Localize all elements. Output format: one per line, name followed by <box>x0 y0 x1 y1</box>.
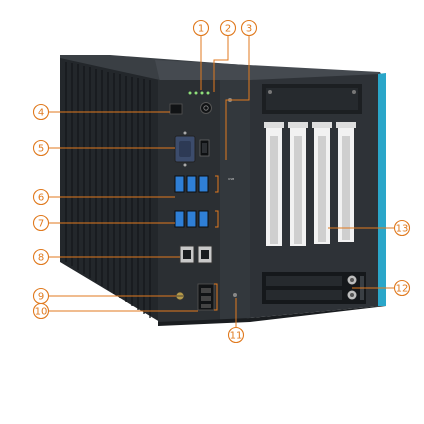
svg-text:6: 6 <box>38 193 44 204</box>
callout-6: 6 <box>32 188 50 206</box>
usb-ports-upper <box>174 175 209 193</box>
callout-5: 5 <box>32 139 50 157</box>
hdmi-port-icon[interactable] <box>199 139 210 157</box>
callout-1: 1 <box>192 19 210 37</box>
svg-text:13: 13 <box>396 224 409 235</box>
status-leds <box>188 91 210 95</box>
vga-port-icon[interactable] <box>174 131 196 167</box>
expansion-slot-icon <box>336 122 356 242</box>
ground-screw <box>175 291 185 301</box>
callout-8: 8 <box>32 248 50 266</box>
callout-9: 9 <box>32 287 50 305</box>
expansion-slot-icon <box>312 122 332 244</box>
usb-ports-lower <box>174 210 209 228</box>
accent-strip <box>378 73 386 306</box>
svg-text:9: 9 <box>38 292 44 303</box>
svg-text:7: 7 <box>38 219 44 230</box>
callout-11: 11 <box>227 326 245 344</box>
lan-port-icon[interactable] <box>197 245 213 264</box>
svg-text:5: 5 <box>38 144 44 155</box>
expansion-slot-icon <box>264 122 284 246</box>
lan-port-icon[interactable] <box>179 245 195 264</box>
reset-switch[interactable] <box>169 103 183 115</box>
strip-screw <box>233 293 237 297</box>
power-button-icon[interactable] <box>200 102 212 114</box>
svg-text:4: 4 <box>38 108 44 119</box>
svg-text:1: 1 <box>198 24 204 35</box>
svg-text:8: 8 <box>38 253 44 264</box>
usb-port-icon[interactable] <box>186 175 197 193</box>
callout-7: 7 <box>32 214 50 232</box>
top-bracket <box>262 84 362 114</box>
power-terminal-icon[interactable] <box>197 283 215 311</box>
expansion-slot-icon <box>288 122 308 246</box>
heatsink-fins <box>65 62 151 318</box>
callout-10: 10 <box>32 302 50 320</box>
svg-text:USB: USB <box>228 177 234 181</box>
callout-4: 4 <box>32 103 50 121</box>
callout-12: 12 <box>393 279 411 297</box>
svg-text:2: 2 <box>225 24 231 35</box>
drive-bay-icon <box>262 272 366 304</box>
front-io: USB <box>169 91 237 311</box>
callout-3: 3 <box>240 19 258 37</box>
callout-13: 13 <box>393 219 411 237</box>
svg-text:10: 10 <box>35 307 48 318</box>
expansion-slots <box>264 122 356 246</box>
callout-leaders <box>49 36 394 333</box>
callouts: 1 2 3 4 5 6 7 8 <box>32 19 411 344</box>
usb-port-icon[interactable] <box>174 210 185 228</box>
usb-port-icon[interactable] <box>198 210 209 228</box>
svg-text:11: 11 <box>230 331 243 342</box>
callout-2: 2 <box>219 19 237 37</box>
lan-ports <box>179 245 213 264</box>
heatsink-side <box>60 58 160 322</box>
usb-port-icon[interactable] <box>198 175 209 193</box>
io-panel-strip <box>220 80 250 322</box>
svg-text:12: 12 <box>396 284 409 295</box>
svg-text:3: 3 <box>246 24 252 35</box>
usb-port-icon[interactable] <box>186 210 197 228</box>
usb-port-icon[interactable] <box>174 175 185 193</box>
